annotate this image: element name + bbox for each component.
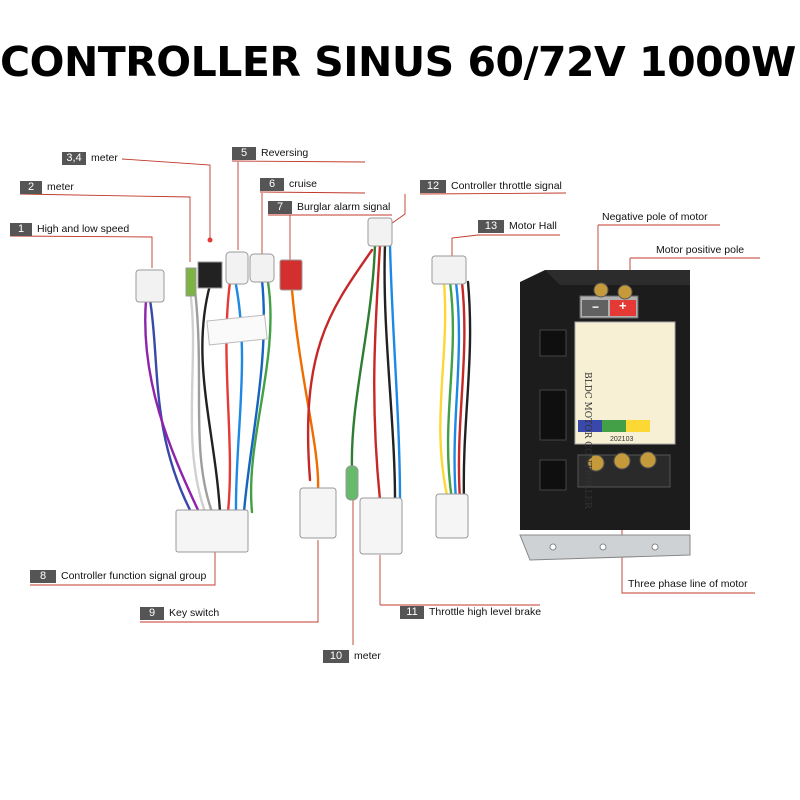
callout-12-throttle-signal: 12 Controller throttle signal <box>420 179 562 193</box>
badge-6: 6 <box>260 177 284 191</box>
connector-motor-hall <box>435 493 469 539</box>
leader-2 <box>19 193 191 262</box>
label-12: Controller throttle signal <box>451 180 562 192</box>
label-positive-pole: Motor positive pole <box>656 244 745 256</box>
leader-1 <box>9 235 153 268</box>
badge-8: 8 <box>30 569 56 583</box>
badge-2: 2 <box>20 180 42 194</box>
connector-speed <box>135 269 165 303</box>
label-3-4: meter <box>91 152 118 164</box>
callout-6-cruise: 6 cruise <box>260 177 317 191</box>
leader-dot-3-4 <box>207 237 213 243</box>
connector-key-switch <box>299 487 337 539</box>
callout-7-alarm: 7 Burglar alarm signal <box>268 200 390 214</box>
terminal-plus-label: + <box>619 298 627 313</box>
terminal-minus-label: − <box>592 300 600 314</box>
label-2: meter <box>47 181 74 193</box>
badge-7: 7 <box>268 200 292 214</box>
label-7: Burglar alarm signal <box>297 201 391 213</box>
connectors <box>135 217 469 555</box>
badge-11: 11 <box>400 605 424 619</box>
label-6: cruise <box>289 178 318 190</box>
badge-1: 1 <box>10 222 32 236</box>
callout-3-4-meter: 3,4 meter <box>62 151 118 165</box>
controller-unit <box>519 270 691 561</box>
leader-12-line <box>419 192 567 195</box>
connector-motor-hall-top <box>431 255 467 285</box>
sticker-title: BLDC MOTOR CONTROLLER <box>582 372 592 509</box>
callout-11-throttle-brake: 11 Throttle high level brake <box>400 605 541 619</box>
terminal-positive <box>610 300 636 316</box>
badge-10: 10 <box>323 649 349 663</box>
terminal-negative <box>582 300 608 316</box>
leader-13 <box>451 234 479 256</box>
connector-reversing <box>225 251 249 285</box>
label-9: Key switch <box>169 607 220 619</box>
callout-2-meter: 2 meter <box>20 180 74 194</box>
connector-meter-3-4 <box>197 261 223 289</box>
badge-3-4: 3,4 <box>62 151 86 165</box>
label-11: Throttle high level brake <box>429 606 542 618</box>
leader-12 <box>387 194 406 227</box>
sticker-serial: 202103 <box>610 436 634 443</box>
label-13: Motor Hall <box>509 220 557 232</box>
callout-13-motor-hall: 13 Motor Hall <box>478 219 557 233</box>
label-5: Reversing <box>261 147 309 159</box>
callout-9-key-switch: 9 Key switch <box>140 606 219 620</box>
badge-5: 5 <box>232 146 256 160</box>
connector-function-group <box>175 509 249 553</box>
badge-9: 9 <box>140 606 164 620</box>
callout-10-meter: 10 meter <box>323 649 381 663</box>
wire-harness <box>144 243 472 514</box>
leader-9 <box>140 540 319 623</box>
callout-5-reversing: 5 Reversing <box>232 146 308 160</box>
leader-8 <box>30 540 216 586</box>
callout-1-speed: 1 High and low speed <box>10 222 129 236</box>
connector-throttle-brake <box>359 497 403 555</box>
label-tag <box>206 314 268 346</box>
connector-throttle-signal <box>367 217 393 247</box>
label-1: High and low speed <box>37 223 130 235</box>
label-three-phase: Three phase line of motor <box>628 578 748 590</box>
connector-meter-2 <box>185 267 197 297</box>
label-8: Controller function signal group <box>61 570 207 582</box>
label-10: meter <box>354 650 381 662</box>
leader-5-line <box>231 160 366 163</box>
label-negative-pole: Negative pole of motor <box>602 211 708 223</box>
connector-alarm <box>279 259 303 291</box>
page-title: CONTROLLER SINUS 60/72V 1000W <box>0 38 796 86</box>
connector-meter-10 <box>345 465 359 501</box>
leader-3-4 <box>121 158 211 238</box>
callout-8-function-group: 8 Controller function signal group <box>30 569 206 583</box>
badge-12: 12 <box>420 179 446 193</box>
leader-6-line <box>259 191 366 194</box>
badge-13: 13 <box>478 219 504 233</box>
connector-cruise <box>249 253 275 283</box>
